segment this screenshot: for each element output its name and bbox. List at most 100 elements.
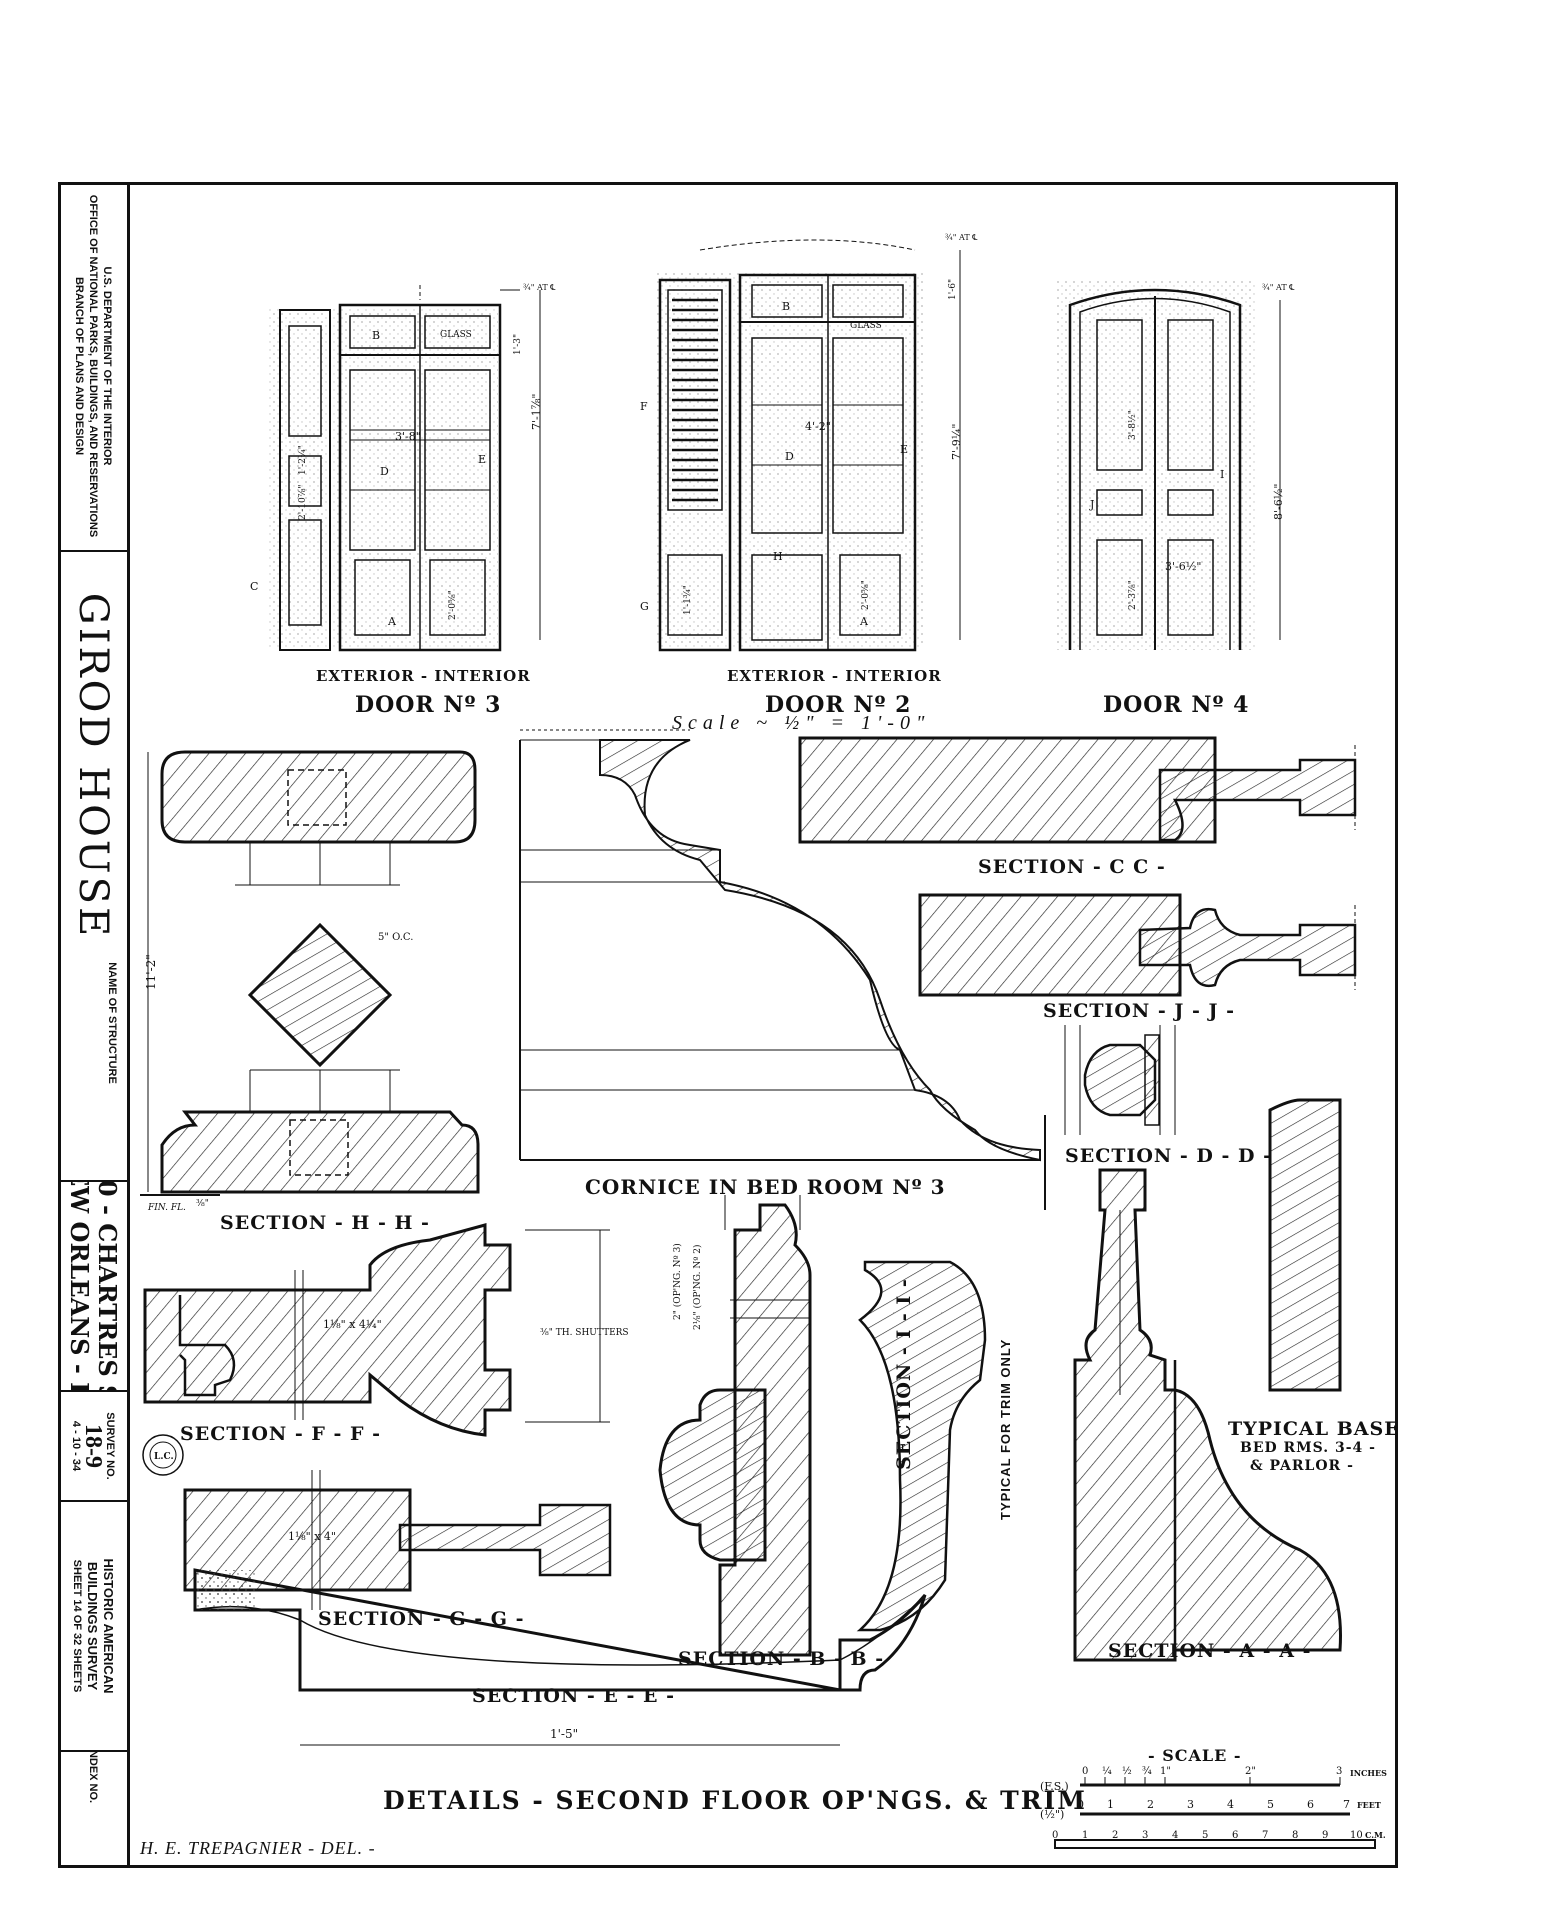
section-aa-drawing bbox=[1073, 1168, 1342, 1662]
door2-mark-g: G bbox=[640, 600, 649, 613]
cornice-label: CORNICE IN BED ROOM Nº 3 bbox=[585, 1175, 946, 1199]
hh-spacing-note: 5" O.C. bbox=[378, 932, 413, 943]
scale-r1-t0: 0 bbox=[1082, 1766, 1088, 1777]
door4-width-dim: 3'-6½" bbox=[1165, 560, 1201, 573]
main-title: DETAILS - SECOND FLOOR OP'NGS. & TRIM bbox=[383, 1786, 1087, 1815]
structure-name-cell: GIROD HOUSE NAME OF STRUCTURE bbox=[58, 552, 127, 1182]
door3-title: DOOR Nº 3 bbox=[355, 692, 502, 718]
door2-mark-d: D bbox=[785, 450, 794, 463]
door2-mark-f: F bbox=[640, 400, 648, 413]
door2-dim-d: ¾" AT ℄ bbox=[945, 233, 978, 242]
stamp-text: L.C. bbox=[154, 1452, 174, 1462]
habs-cell: HISTORIC AMERICAN BUILDINGS SURVEY SHEET… bbox=[58, 1502, 127, 1752]
scale-r3-t0: 0 bbox=[1052, 1830, 1058, 1841]
section-ii-label: SECTION - I - I - bbox=[893, 1278, 915, 1470]
door3-caption: EXTERIOR - INTERIOR bbox=[316, 667, 531, 685]
section-ii-note: TYPICAL FOR TRIM ONLY bbox=[998, 1338, 1013, 1520]
section-ee-label: SECTION - E - E - bbox=[472, 1685, 675, 1707]
door2-caption: EXTERIOR - INTERIOR bbox=[727, 667, 942, 685]
door2-mark-e: E bbox=[900, 443, 908, 456]
door3-width-dim: 3'-8" bbox=[395, 430, 421, 443]
typical-base-3: & PARLOR - bbox=[1250, 1458, 1354, 1474]
scale-r3-t1: 1 bbox=[1082, 1830, 1088, 1841]
section-ff-label: SECTION - F - F - bbox=[180, 1423, 381, 1445]
scale-r2-t3: 3 bbox=[1187, 1798, 1194, 1811]
door4-title: DOOR Nº 4 bbox=[1103, 692, 1250, 718]
scale-r3-t5: 5 bbox=[1202, 1830, 1208, 1841]
ff-dim: 1⅛" x 4¼" bbox=[323, 1318, 382, 1331]
scale-r3-t3: 3 bbox=[1142, 1830, 1148, 1841]
scale-r2-t0: 0 bbox=[1077, 1798, 1084, 1811]
library-stamp: L.C. bbox=[142, 1434, 184, 1476]
scale-r2-t7: 7 bbox=[1343, 1798, 1350, 1811]
sheet-border bbox=[58, 182, 1398, 1868]
section-gg-label: SECTION - G - G - bbox=[318, 1608, 525, 1630]
section-jj-drawing bbox=[918, 893, 1357, 997]
scale-r2-t6: 6 bbox=[1307, 1798, 1314, 1811]
scale-title: - SCALE - bbox=[1148, 1746, 1242, 1765]
section-dd-drawing bbox=[1064, 1025, 1176, 1135]
scale-ticks-row-1 bbox=[1084, 1777, 1341, 1785]
door2-dim-b: 2'-0⅝" bbox=[861, 580, 871, 610]
gg-dim: 1⅛" x 4" bbox=[288, 1530, 336, 1543]
door3-mark-e: E bbox=[478, 453, 486, 466]
scale-r2-t4: 4 bbox=[1227, 1798, 1234, 1811]
delineator: H. E. TREPAGNIER - DEL. - bbox=[140, 1838, 376, 1858]
scale-bar-graphic bbox=[1054, 1783, 1376, 1849]
section-cc-drawing bbox=[798, 736, 1357, 844]
door2-dim-a: 1'-6" bbox=[948, 279, 958, 300]
door-4-elevation bbox=[1055, 280, 1281, 650]
door2-mark-a: A bbox=[859, 615, 869, 628]
section-hh-drawing bbox=[140, 750, 480, 1196]
door4-dim-a: 3'-8½" bbox=[1127, 410, 1138, 440]
door2-height-dim: 7'-9¼" bbox=[950, 424, 963, 460]
door4-mark-i: I bbox=[1220, 468, 1224, 481]
scale-r2-t2: 2 bbox=[1147, 1798, 1154, 1811]
address-cell: - 500 - CHARTRES ST. - - NEW ORLEANS - L… bbox=[58, 1182, 127, 1392]
door3-dim-c: 1'-3" bbox=[513, 334, 523, 355]
bb-dim-2: 2⅛" (OP'NG. Nº 2) bbox=[692, 1244, 703, 1330]
title-block: U.S. DEPARTMENT OF THE INTERIOR OFFICE O… bbox=[58, 182, 130, 1868]
bb-dim-1: 2" (OP'NG. Nº 3) bbox=[672, 1243, 683, 1320]
scale-r1-t6: 3 bbox=[1336, 1766, 1342, 1777]
door4-dim-b: 2'-3⅞" bbox=[1128, 580, 1138, 610]
section-aa-label: SECTION - A - A - bbox=[1108, 1640, 1312, 1662]
typical-base-drawing bbox=[1268, 1098, 1342, 1392]
survey-cell: SURVEY NO. 18-9 4 - 10 - 34 bbox=[58, 1392, 127, 1502]
scale-r3-t4: 4 bbox=[1172, 1830, 1178, 1841]
scale-r3-t7: 7 bbox=[1262, 1830, 1268, 1841]
door2-mark-b: B bbox=[782, 300, 790, 313]
door3-dim-b: 1'-2¼" bbox=[297, 445, 308, 475]
scale-r1-t5: 2" bbox=[1245, 1766, 1256, 1777]
scale-r3-t2: 2 bbox=[1112, 1830, 1118, 1841]
scale-r2-t1: 1 bbox=[1107, 1798, 1114, 1811]
ee-dim: 1'-5" bbox=[550, 1727, 578, 1741]
section-jj-label: SECTION - J - J - bbox=[1043, 1000, 1235, 1022]
ff-shutters: ⅜" TH. SHUTTERS bbox=[540, 1328, 629, 1338]
section-hh-label: SECTION - H - H - bbox=[220, 1212, 430, 1234]
door4-height-dim: 8'-6½" bbox=[1272, 484, 1285, 520]
section-ii-drawing bbox=[856, 1260, 987, 1632]
scale-r3-t6: 6 bbox=[1232, 1830, 1238, 1841]
door2-title: DOOR Nº 2 bbox=[765, 692, 912, 718]
typical-base-2: BED RMS. 3-4 - bbox=[1240, 1440, 1376, 1456]
scale-r1-t4: 1" bbox=[1160, 1766, 1171, 1777]
scale-r1-t1: ¼ bbox=[1102, 1766, 1112, 1777]
door3-mark-d: D bbox=[380, 465, 389, 478]
door3-mark-c: C bbox=[250, 580, 258, 593]
door3-dim-a: 2'-10⅞" bbox=[298, 484, 308, 520]
scale-r3-unit: C.M. bbox=[1365, 1830, 1386, 1840]
scale-r3-t10: 10 bbox=[1350, 1830, 1363, 1841]
scale-r2-unit: FEET bbox=[1357, 1800, 1381, 1810]
door3-mark-b: B bbox=[372, 329, 380, 342]
section-ff-drawing bbox=[143, 1223, 610, 1437]
door3-glass-note: GLASS bbox=[440, 330, 472, 340]
elevation-scale: Scale ~ ½" = 1'-0" bbox=[672, 712, 931, 734]
agency-cell: U.S. DEPARTMENT OF THE INTERIOR OFFICE O… bbox=[58, 182, 127, 552]
section-dd-label: SECTION - D - D - bbox=[1065, 1145, 1272, 1167]
door-2-elevation bbox=[655, 239, 961, 652]
scale-r1-key: (F.S.) bbox=[1040, 1780, 1069, 1793]
scale-r1-t2: ½ bbox=[1122, 1766, 1132, 1777]
door3-dim-d: 2'-0⅝" bbox=[448, 590, 458, 620]
